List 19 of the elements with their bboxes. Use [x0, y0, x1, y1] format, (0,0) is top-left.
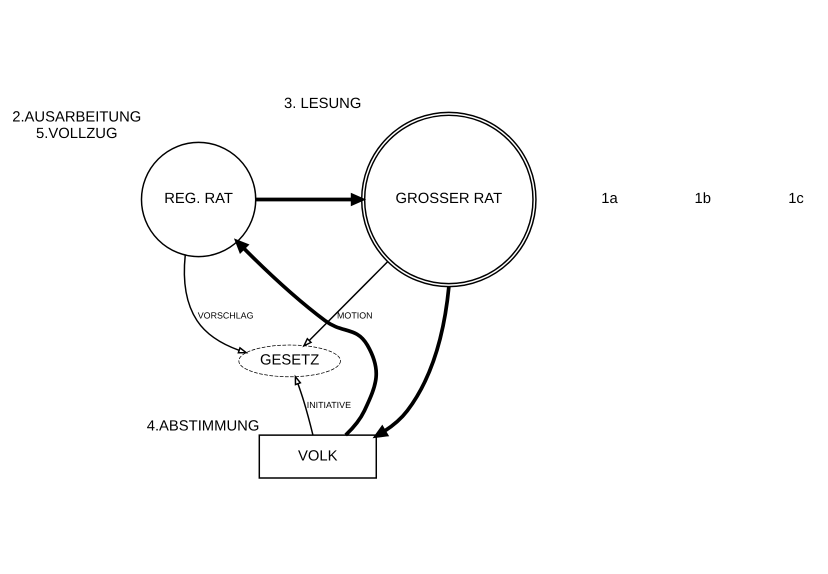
arrow: [302, 261, 388, 348]
node-circle: REG. RAT: [140, 142, 256, 258]
arrow: [256, 192, 366, 206]
label: 1c: [788, 191, 804, 208]
arrow: [234, 238, 378, 436]
node-label: 5.VOLLZUG: [36, 126, 118, 142]
node-label: 2.AUSARBEITUNG: [12, 110, 142, 126]
node-label: 4.ABSTIMMUNG: [146, 418, 260, 435]
node-label: 3. LESUNG: [284, 96, 362, 112]
label: 1a: [601, 191, 618, 208]
arrow: [294, 374, 314, 436]
edge-label: MOTION: [337, 310, 373, 320]
label: 1b: [694, 191, 711, 208]
edge-label: INITIATIVE: [306, 400, 351, 410]
edge-label: VORSCHLAG: [198, 310, 254, 320]
arrow: [184, 254, 248, 354]
node-box: VOLK: [258, 434, 377, 479]
node-circle: GROSSER RAT: [360, 112, 537, 288]
arrow: [372, 286, 451, 438]
